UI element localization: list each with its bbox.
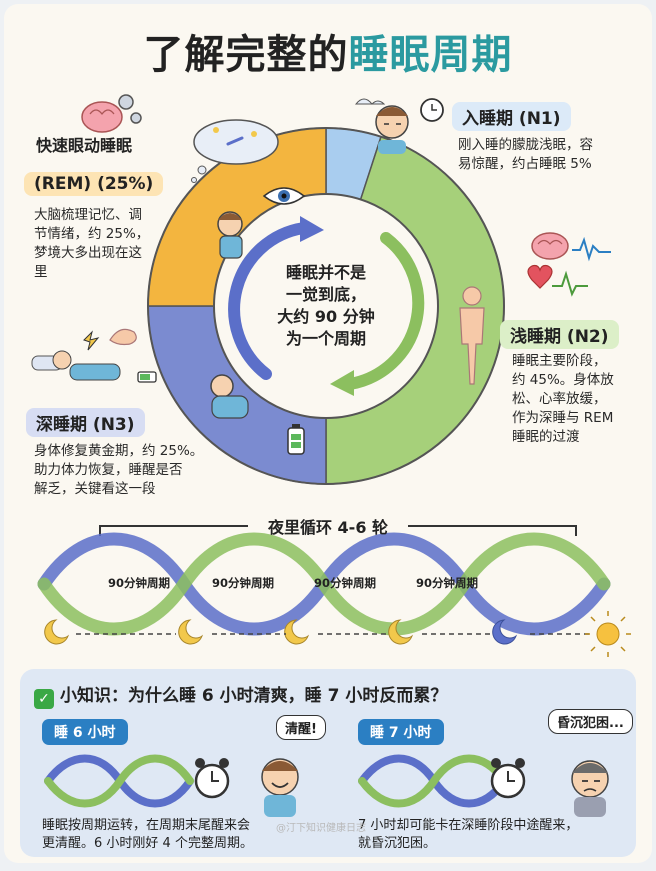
clock-icon: [420, 98, 444, 122]
dream-cloud-icon: [191, 119, 279, 183]
brain-wave-icon: [572, 236, 611, 262]
cycle-arrow-right: [344, 232, 425, 390]
title-part2: 睡眠周期: [348, 32, 513, 78]
sleeping-person-icon: [31, 350, 121, 381]
moon-icon: [388, 619, 414, 645]
cycle-arrow-left-head: [300, 216, 324, 242]
n2-stage-name: 浅睡期 (N2): [500, 320, 619, 349]
cycles-bracket: [99, 525, 577, 536]
title-part1: 了解完整的: [143, 32, 349, 78]
page-title: 了解完整的睡眠周期: [4, 22, 652, 80]
rem-header: 快速眼动睡眠: [36, 136, 133, 155]
brain-icon: [81, 101, 123, 133]
ring-outer-border: [147, 127, 505, 485]
six-hours-bubble: 清醒!: [276, 715, 326, 740]
watermark: @汀下知识健康日志: [276, 823, 366, 834]
cycles-title: 夜里循环 4-6 轮: [267, 518, 389, 537]
six-hours-description: 睡眠按周期运转，在周期末尾醒来会 更清醒。6 小时刚好 4 个完整周期。: [42, 818, 253, 851]
n3-stage-name: 深睡期 (N3): [26, 408, 145, 437]
moon-icon: [492, 619, 518, 645]
n1-stage-name: 入睡期 (N1): [452, 102, 571, 131]
n3-description: 身体修复黄金期，约 25%。 助力体力恢复，睡醒是否 解乏，关键看这一段: [34, 443, 204, 497]
tired-face-icon: [571, 760, 609, 817]
knowledge-title-text: 小知识：为什么睡 6 小时清爽，睡 7 小时反而累？: [60, 686, 448, 706]
check-icon: ✓: [34, 689, 54, 709]
seven-hours-description: 7 小时却可能卡在深睡阶段中途醒来， 就昏沉犯困。: [358, 818, 579, 851]
six-hours-diagram: [44, 754, 299, 817]
alarm-clock-icon: [194, 758, 230, 799]
cycle-arrow-right-head: [330, 370, 354, 396]
cycle-label-2: 90分钟周期: [212, 576, 275, 590]
sleepy-face-icon: [354, 98, 409, 154]
lightning-icon: [83, 330, 100, 351]
six-hours-label: 睡 6 小时: [42, 719, 128, 745]
gear-icon: [118, 94, 142, 124]
n1-description: 刚入睡的朦胧浅眠，容 易惊醒，约占睡眠 5%: [458, 137, 593, 172]
brain-icon-n2: [531, 232, 569, 260]
moon-icons: [44, 619, 518, 645]
heart-rate-icon: [552, 270, 588, 297]
seven-hours-diagram: [358, 754, 609, 817]
knowledge-box: ✓ 小知识：为什么睡 6 小时清爽，睡 7 小时反而累？ 睡 6 小时 清醒! 睡…: [20, 669, 636, 857]
rem-description: 大脑梳理记忆、调 节情绪，约 25%， 梦境大多出现在这 里: [34, 207, 150, 280]
eye-icon: [262, 187, 306, 205]
infographic-page: 了解完整的睡眠周期: [4, 4, 652, 863]
seven-hours-wave-green: [358, 754, 508, 808]
moon-icon: [284, 619, 310, 645]
deep-sleep-figure-icon: [210, 374, 249, 419]
night-cycles-diagram: [37, 525, 631, 657]
six-hours-wave-green: [44, 754, 194, 808]
battery-icon: [287, 424, 305, 455]
ring-inner-circle: [213, 193, 439, 419]
battery-icon-small: [137, 371, 157, 383]
sleep-cycle-ring: [31, 94, 611, 485]
cycle-wave-green: [37, 532, 611, 636]
cycle-arrow-left: [228, 222, 310, 380]
sun-icon: [585, 611, 631, 657]
body-icon: [459, 286, 485, 385]
alarm-clock-icon: [490, 758, 526, 799]
seven-hours-bubble: 昏沉犯困...: [548, 709, 633, 734]
cycle-label-3: 90分钟周期: [314, 576, 377, 590]
happy-face-icon: [261, 758, 299, 817]
cycle-label-1: 90分钟周期: [108, 576, 171, 590]
rem-stage-name: (REM) (25%): [24, 172, 164, 196]
seven-hours-label: 睡 7 小时: [358, 719, 444, 745]
rem-figure-icon: [217, 211, 243, 259]
center-message: 睡眠并不是 一觉到底， 大约 90 分钟 为一个周期: [277, 263, 375, 348]
n2-description: 睡眠主要阶段， 约 45%。身体放 松、心率放缓， 作为深睡与 REM 睡眠的过…: [512, 353, 614, 445]
knowledge-title: ✓ 小知识：为什么睡 6 小时清爽，睡 7 小时反而累？: [34, 681, 447, 709]
moon-icon: [178, 619, 204, 645]
moon-icon: [44, 619, 70, 645]
muscle-icon: [109, 328, 137, 346]
heart-icon: [527, 264, 553, 289]
cycle-label-4: 90分钟周期: [416, 576, 479, 590]
